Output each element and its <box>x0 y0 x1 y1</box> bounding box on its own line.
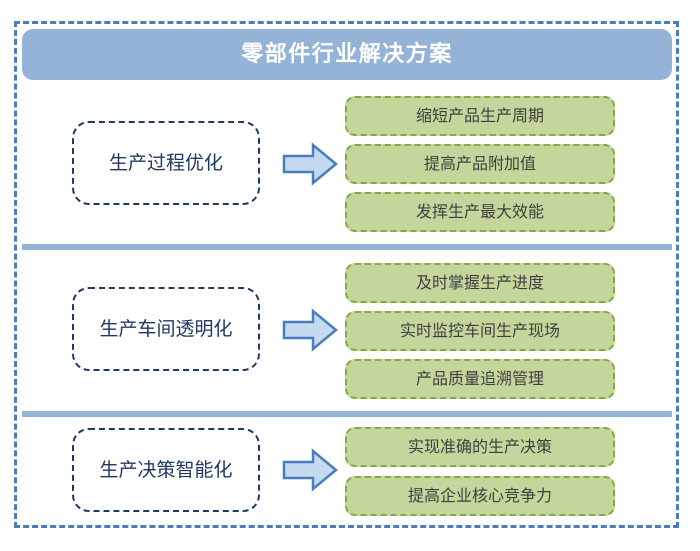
arrow-right-icon <box>282 142 338 186</box>
arrow-right-icon <box>282 448 338 492</box>
benefit-list: 及时掌握生产进度 实时监控车间生产现场 产品质量追溯管理 <box>345 263 615 399</box>
benefit-label: 实现准确的生产决策 <box>407 437 552 456</box>
list-item[interactable]: 实现准确的生产决策 <box>345 427 615 467</box>
arrow-right-icon <box>282 308 338 352</box>
section-divider <box>22 244 672 250</box>
outer-dashed-frame <box>14 21 679 528</box>
list-item[interactable]: 提高产品附加值 <box>345 144 615 184</box>
benefit-label: 及时掌握生产进度 <box>415 273 544 292</box>
list-item[interactable]: 提高企业核心竞争力 <box>345 476 615 516</box>
solution-section: 生产过程优化 缩短产品生产周期 提高产品附加值 发挥生产最大效能 <box>22 90 672 244</box>
section-label: 生产过程优化 <box>108 151 223 174</box>
section-divider <box>22 411 672 417</box>
list-item[interactable]: 产品质量追溯管理 <box>345 359 615 399</box>
solution-section: 生产车间透明化 及时掌握生产进度 实时监控车间生产现场 产品质量追溯管理 <box>22 255 672 411</box>
sidebar-item-decision-intelligence[interactable]: 生产决策智能化 <box>72 428 260 512</box>
list-item[interactable]: 发挥生产最大效能 <box>345 192 615 232</box>
benefit-label: 提高企业核心竞争力 <box>407 486 552 505</box>
section-label: 生产决策智能化 <box>99 458 233 481</box>
benefit-list: 缩短产品生产周期 提高产品附加值 发挥生产最大效能 <box>345 96 615 232</box>
benefit-label: 缩短产品生产周期 <box>415 106 544 125</box>
section-label: 生产车间透明化 <box>99 317 233 340</box>
sidebar-item-workshop-transparency[interactable]: 生产车间透明化 <box>72 287 260 371</box>
list-item[interactable]: 实时监控车间生产现场 <box>345 311 615 351</box>
list-item[interactable]: 及时掌握生产进度 <box>345 263 615 303</box>
benefit-label: 产品质量追溯管理 <box>415 369 544 388</box>
benefit-label: 实时监控车间生产现场 <box>399 321 560 340</box>
benefit-label: 发挥生产最大效能 <box>415 202 544 221</box>
sidebar-item-production-process[interactable]: 生产过程优化 <box>72 121 260 205</box>
benefit-label: 提高产品附加值 <box>423 154 536 173</box>
solution-section: 生产决策智能化 实现准确的生产决策 提高企业核心竞争力 <box>22 422 672 526</box>
benefit-list: 实现准确的生产决策 提高企业核心竞争力 <box>345 427 615 516</box>
title-banner: 零部件行业解决方案 <box>22 29 672 80</box>
list-item[interactable]: 缩短产品生产周期 <box>345 96 615 136</box>
page-title: 零部件行业解决方案 <box>241 41 453 67</box>
